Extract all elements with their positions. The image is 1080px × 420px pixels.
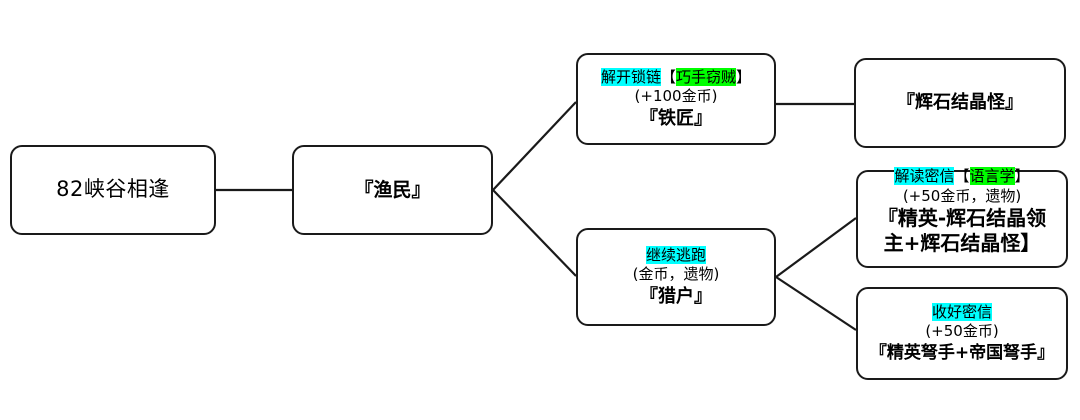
node-blacksmith-reward: (+100金币)	[634, 87, 718, 106]
node-blacksmith-skill: 巧手窃贼	[676, 67, 737, 86]
node-blacksmith[interactable]: 解开锁链【巧手窃贼】 (+100金币) 『铁匠』	[576, 53, 776, 145]
node-blacksmith-bracket-open: 【	[660, 67, 676, 86]
node-decode-letter-option-line: 解读密信【语言学】	[894, 167, 1030, 187]
node-decode-letter-result-line2: 主+辉石结晶怪】	[883, 230, 1041, 255]
node-keep-letter[interactable]: 收好密信 (+50金币) 『精英弩手+帝国弩手』	[856, 287, 1068, 380]
node-blacksmith-result: 『铁匠』	[640, 107, 712, 129]
node-fisherman[interactable]: 『渔民』	[292, 145, 493, 235]
node-blacksmith-option-line: 解开锁链【巧手窃贼】	[600, 67, 752, 88]
node-decode-letter-skill: 语言学	[969, 167, 1015, 186]
node-crystal-monster[interactable]: 『辉石结晶怪』	[854, 58, 1066, 148]
node-hunter-option: 继续逃跑	[645, 245, 706, 264]
node-keep-letter-result: 『精英弩手+帝国弩手』	[869, 342, 1055, 363]
node-hunter[interactable]: 继续逃跑 (金币，遗物) 『猎户』	[576, 228, 776, 326]
node-crystal-monster-result: 『辉石结晶怪』	[897, 92, 1023, 114]
node-decode-letter-result-line1: 『精英-辉石结晶领	[877, 206, 1047, 231]
node-hunter-reward: (金币，遗物)	[632, 265, 720, 284]
node-blacksmith-option: 解开锁链	[600, 67, 661, 86]
edge-fisherman-to-blacksmith	[492, 101, 577, 191]
edge-fisherman-to-hunter	[492, 189, 577, 277]
node-hunter-option-line: 继续逃跑	[645, 245, 706, 266]
node-keep-letter-option-line: 收好密信	[931, 302, 992, 323]
node-hunter-result: 『猎户』	[640, 285, 712, 307]
node-blacksmith-bracket-close: 】	[736, 67, 752, 86]
edge-hunter-to-keep-letter	[775, 276, 857, 331]
edge-hunter-to-decode-letter	[775, 217, 857, 278]
node-decode-letter-bracket-open: 【	[954, 167, 970, 186]
node-root[interactable]: 82峡谷相逢	[10, 145, 216, 235]
node-keep-letter-reward: (+50金币)	[925, 322, 999, 341]
node-keep-letter-option: 收好密信	[931, 302, 992, 321]
node-decode-letter-reward: (+50金币，遗物)	[902, 186, 1022, 205]
node-decode-letter-option: 解读密信	[894, 167, 955, 186]
node-decode-letter[interactable]: 解读密信【语言学】 (+50金币，遗物) 『精英-辉石结晶领 主+辉石结晶怪】	[856, 167, 1068, 268]
node-decode-letter-bracket-close: 】	[1014, 167, 1030, 186]
node-fisherman-title: 『渔民』	[354, 178, 431, 201]
node-root-label: 82峡谷相逢	[56, 177, 170, 202]
